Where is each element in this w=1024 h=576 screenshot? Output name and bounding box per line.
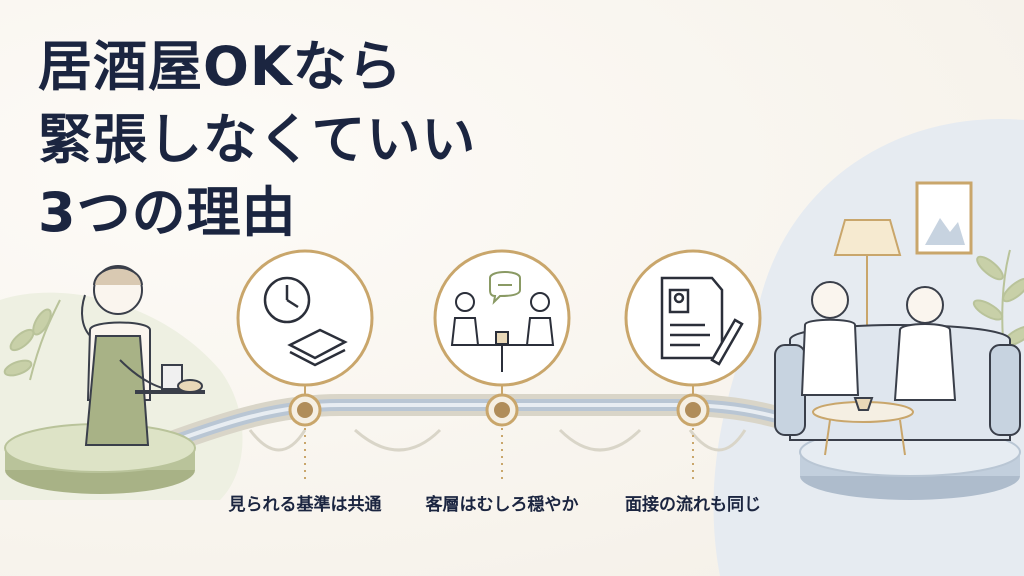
clock-and-books-icon [263,276,348,367]
step-3-badge [624,249,762,480]
left-platform [4,423,196,494]
headline-line-3: 3つの理由 [38,181,297,244]
step-1-label: 見られる基準は共通 [228,495,382,515]
step-1-badge [236,249,374,480]
waitress-illustration [81,265,205,446]
step-3-label: 面接の流れも同じ [625,495,761,515]
leaf-decoration-right-icon [972,249,1024,361]
resume-and-pen-icon [660,276,744,366]
headline-line-1: 居酒屋OKなら [38,35,403,98]
conversation-at-table-icon [450,271,555,372]
leaf-decoration-left-icon [3,299,61,381]
step-2-badge [433,249,571,480]
step-2-label: 客層はむしろ穏やか [425,495,579,515]
lamp-illustration [833,219,902,335]
wall-frame [915,181,973,255]
headline-line-2: 緊張しなくていい [38,108,477,171]
sofa-scene-illustration [774,281,1021,456]
